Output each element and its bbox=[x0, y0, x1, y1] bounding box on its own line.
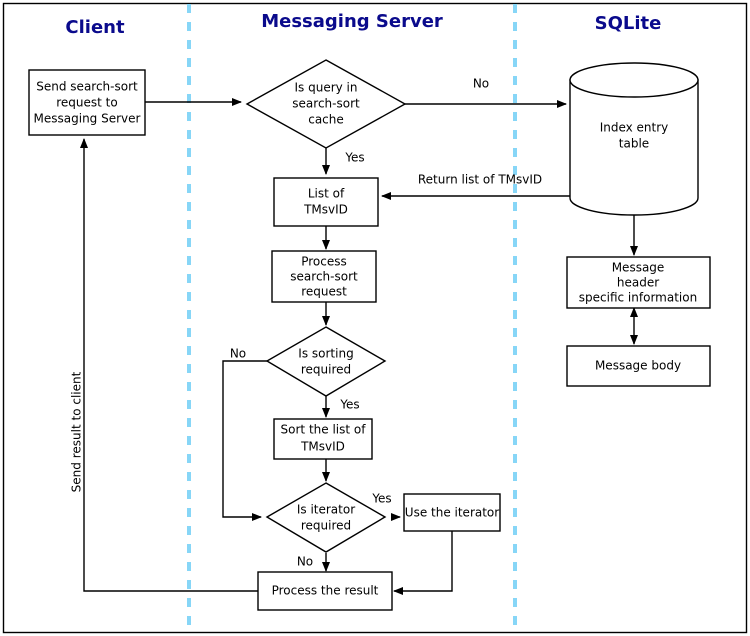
node-message-header[interactable]: Message header specific information bbox=[566, 256, 711, 309]
node-process-search-sort-request-line-3: request bbox=[301, 285, 347, 299]
node-sort-the-list[interactable]: Sort the list of TMsvID bbox=[273, 418, 373, 460]
edge-label-cache-no: No bbox=[473, 77, 489, 91]
edge-sorting-no-to-iterator-decision bbox=[222, 360, 267, 521]
node-process-the-result[interactable]: Process the result bbox=[257, 571, 393, 611]
node-is-sorting-required-line-1: Is sorting bbox=[298, 347, 353, 361]
node-is-query-in-cache[interactable]: Is query in search-sort cache bbox=[245, 59, 407, 149]
edge-process-result-to-client bbox=[80, 138, 258, 592]
node-send-request-line-2: request to bbox=[56, 96, 117, 110]
node-send-request[interactable]: Send search-sort request to Messaging Se… bbox=[28, 69, 146, 136]
node-sort-the-list-line-1: Sort the list of bbox=[281, 423, 367, 437]
node-message-body-line-1: Message body bbox=[595, 359, 681, 373]
edge-label-iterator-no: No bbox=[297, 555, 313, 569]
node-is-query-in-cache-line-1: Is query in bbox=[295, 81, 358, 95]
node-is-iterator-required[interactable]: Is iterator required bbox=[265, 482, 387, 553]
edge-label-return-list: Return list of TMsvID bbox=[418, 173, 542, 187]
node-message-header-line-2: header bbox=[617, 276, 659, 290]
node-process-search-sort-request[interactable]: Process search-sort request bbox=[271, 250, 377, 303]
node-is-sorting-required-line-2: required bbox=[301, 363, 351, 377]
edge-label-iterator-yes: Yes bbox=[371, 492, 391, 506]
node-index-entry-table[interactable]: Index entry table bbox=[569, 62, 699, 216]
lane-title-client: Client bbox=[65, 17, 125, 38]
node-use-the-iterator[interactable]: Use the iterator bbox=[403, 493, 501, 532]
node-send-request-line-3: Messaging Server bbox=[34, 112, 141, 126]
node-is-query-in-cache-line-3: cache bbox=[308, 113, 344, 127]
node-is-iterator-required-line-2: required bbox=[301, 519, 351, 533]
node-message-body[interactable]: Message body bbox=[566, 345, 711, 387]
edge-label-sorting-yes: Yes bbox=[339, 398, 359, 412]
node-send-request-line-1: Send search-sort bbox=[36, 80, 138, 94]
node-is-sorting-required[interactable]: Is sorting required bbox=[265, 326, 387, 397]
node-process-the-result-line-1: Process the result bbox=[272, 584, 379, 598]
node-message-header-line-1: Message bbox=[612, 261, 665, 275]
node-index-entry-table-line-1: Index entry bbox=[600, 121, 669, 135]
node-is-iterator-required-line-1: Is iterator bbox=[297, 503, 355, 517]
node-message-header-line-3: specific information bbox=[579, 291, 697, 305]
node-list-of-tmsvid[interactable]: List of TMsvID bbox=[273, 177, 379, 227]
edge-use-iterator-to-process-result bbox=[393, 531, 453, 595]
node-use-the-iterator-line-1: Use the iterator bbox=[405, 506, 499, 520]
node-sort-the-list-line-2: TMsvID bbox=[300, 440, 345, 454]
node-list-of-tmsvid-line-2: TMsvID bbox=[303, 203, 348, 217]
lane-title-messaging-server: Messaging Server bbox=[261, 11, 443, 32]
edge-label-send-result-to-client: Send result to client bbox=[70, 371, 84, 492]
node-list-of-tmsvid-line-1: List of bbox=[308, 187, 345, 201]
node-index-entry-table-line-2: table bbox=[619, 137, 649, 151]
lane-title-sqlite: SQLite bbox=[595, 13, 662, 34]
node-process-search-sort-request-line-1: Process bbox=[301, 255, 347, 269]
edge-label-cache-yes: Yes bbox=[344, 151, 364, 165]
edge-label-sorting-no: No bbox=[230, 347, 246, 361]
node-is-query-in-cache-line-2: search-sort bbox=[292, 97, 360, 111]
node-process-search-sort-request-line-2: search-sort bbox=[290, 270, 358, 284]
